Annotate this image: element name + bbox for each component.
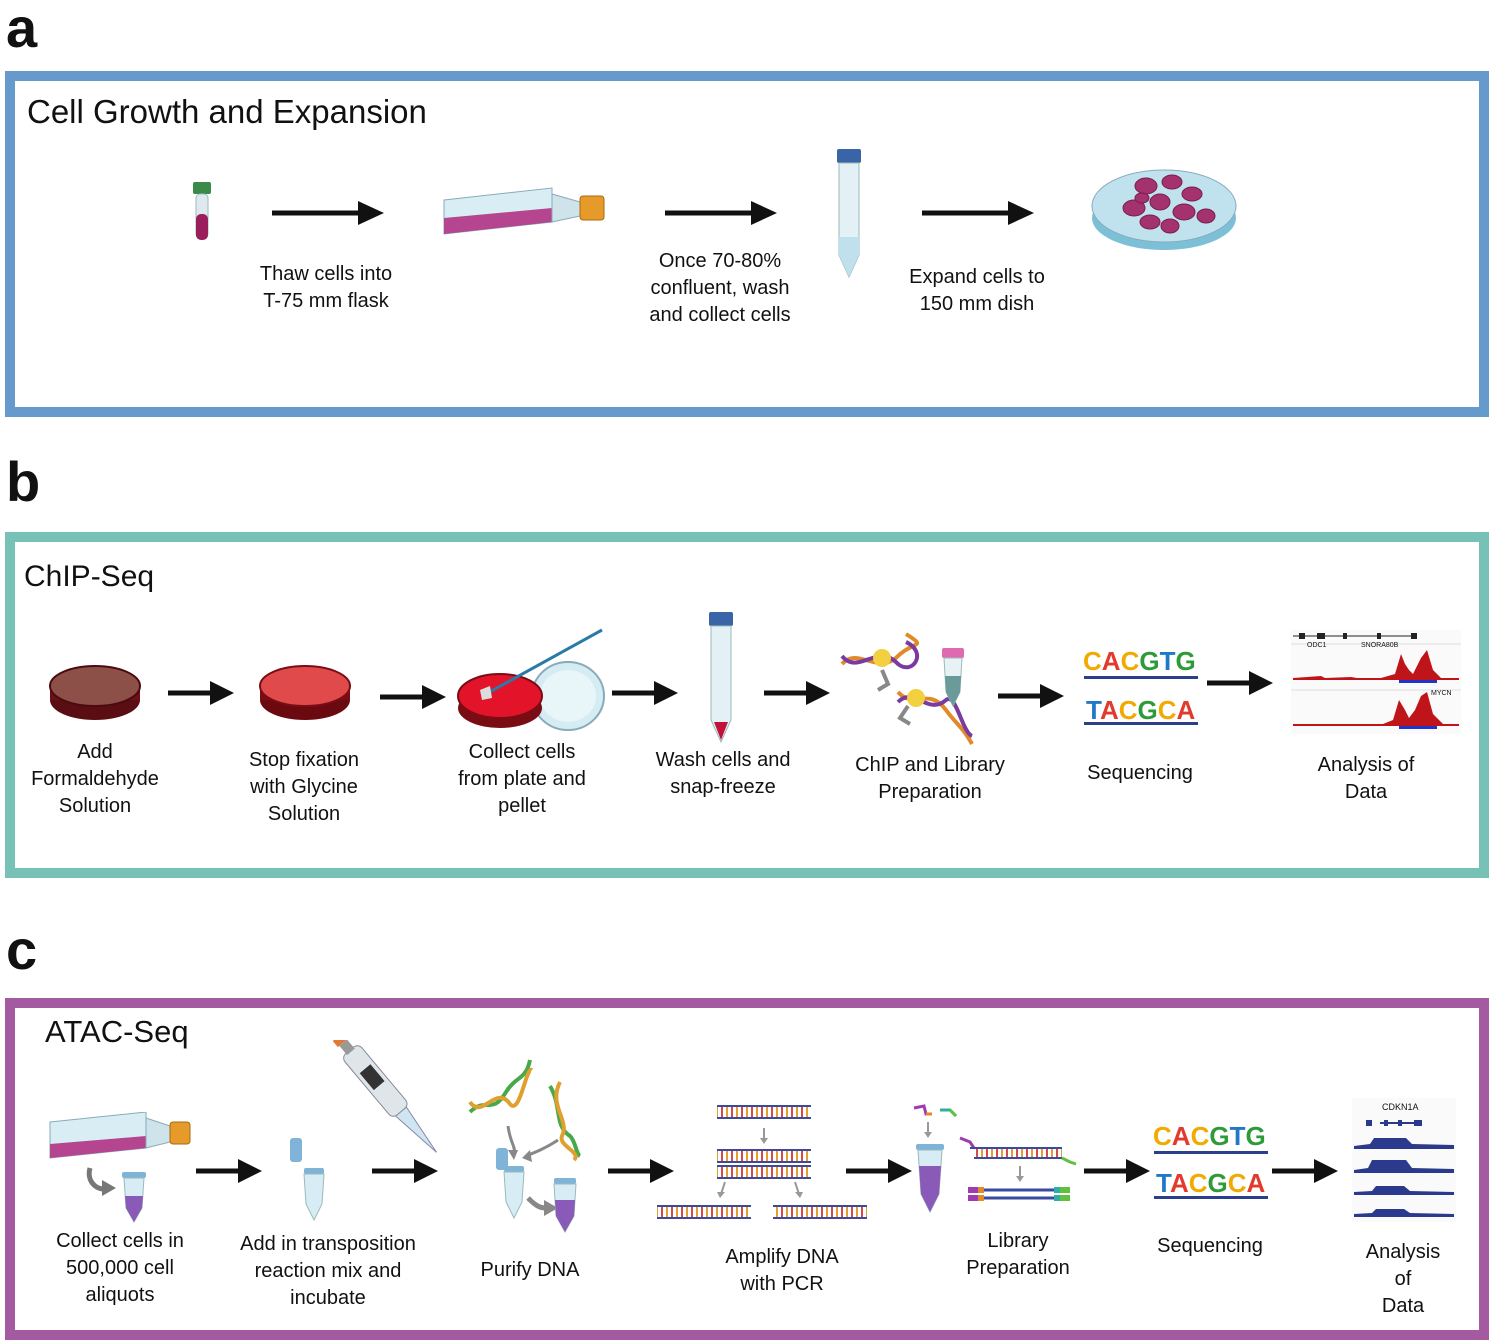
step-label-transposition: Add in transposition reaction mix and in… — [240, 1233, 416, 1309]
step-label-library: Library Preparation — [966, 1230, 1070, 1279]
step-label-confluent: Once 70-80% confluent, wash and collect … — [649, 250, 791, 326]
step-label-thaw: Thaw cells into T-75 mm flask — [259, 263, 393, 312]
track-label-odc1: ODC1 — [1307, 642, 1327, 649]
library-prep-icon — [913, 1104, 1077, 1214]
arrow-b1 — [168, 681, 234, 705]
step-label-expand: Expand cells to 150 mm dish — [909, 266, 1045, 315]
panel-letter-c: c — [6, 918, 38, 981]
step-label-sequencing-b: Sequencing — [1087, 762, 1193, 784]
step-label-purify: Purify DNA — [480, 1259, 580, 1281]
sequence-line-b1 — [1084, 676, 1198, 679]
arrow-b6 — [1207, 671, 1273, 695]
arrow-a2 — [665, 201, 777, 225]
chip-dna-antibody-icon — [840, 632, 974, 745]
petri-dish-cells-icon — [1091, 169, 1237, 250]
sequence-top-c: CACGTG — [1153, 1121, 1266, 1151]
track-label-mycn: MYCN — [1431, 690, 1452, 697]
arrow-a3 — [922, 201, 1034, 225]
step-label-wash: Wash cells and snap-freeze — [655, 749, 791, 798]
genome-browser-chip: ODC1 SNORA80B MYCN — [1291, 630, 1461, 734]
arrow-b5 — [998, 684, 1064, 708]
step-label-aliquots: Collect cells in 500,000 cell aliquots — [56, 1230, 184, 1306]
sequence-top-b: CACGTG — [1083, 646, 1196, 676]
track-label-cdkn1a: CDKN1A — [1382, 1102, 1419, 1112]
step-label-glycine: Stop fixation with Glycine Solution — [248, 749, 360, 825]
arrow-c1 — [196, 1159, 262, 1183]
conical-tube-pellet-icon — [709, 612, 733, 744]
step-label-sequencing-c: Sequencing — [1157, 1235, 1263, 1257]
arrow-c3 — [608, 1159, 674, 1183]
step-label-collect: Collect cells from plate and pellet — [458, 741, 586, 817]
arrow-c5 — [1084, 1159, 1150, 1183]
panel-a-title: Cell Growth and Expansion — [27, 93, 427, 130]
step-label-formaldehyde: Add Formaldehyde Solution — [31, 741, 159, 817]
cryovial-icon — [193, 182, 211, 240]
arrow-c6 — [1272, 1159, 1338, 1183]
panel-letter-b: b — [6, 450, 41, 513]
sequence-bottom-c: TACGCA — [1156, 1168, 1266, 1198]
step-label-chip-library: ChIP and Library Preparation — [855, 754, 1005, 803]
arrow-c2 — [372, 1159, 438, 1183]
flask-aliquot-icon — [49, 1112, 191, 1224]
step-label-pcr: Amplify DNA with PCR — [725, 1246, 839, 1295]
panel-b-title: ChIP-Seq — [24, 560, 155, 593]
genome-browser-atac: CDKN1A — [1352, 1098, 1456, 1222]
pcr-dna-icon — [657, 1105, 867, 1219]
step-label-analysis-b: Analysis of Data — [1317, 754, 1415, 803]
pipette-tube-icon — [290, 1040, 437, 1222]
arrow-c4 — [846, 1159, 912, 1183]
sequence-line-c2 — [1154, 1196, 1268, 1199]
arrow-b4 — [764, 681, 830, 705]
panel-b-frame — [5, 532, 1489, 878]
conical-tube-icon — [837, 149, 861, 279]
arrow-a1 — [272, 201, 384, 225]
purify-dna-icon — [468, 1059, 582, 1234]
arrow-b3 — [612, 681, 678, 705]
panel-c-title: ATAC-Seq — [45, 1014, 189, 1049]
t75-flask-icon — [443, 187, 605, 235]
sequence-bottom-b: TACGCA — [1086, 695, 1196, 725]
panel-letter-a: a — [6, 0, 38, 59]
dish-scraper-icon — [457, 628, 605, 731]
dish-glycine-icon — [259, 665, 351, 720]
step-label-analysis-c: Analysis of Data — [1365, 1241, 1441, 1317]
panel-a-frame — [5, 71, 1489, 417]
dish-formaldehyde-icon — [49, 665, 141, 720]
track-label-snora80b: SNORA80B — [1361, 642, 1399, 649]
sequence-line-b2 — [1084, 722, 1198, 725]
arrow-b2 — [380, 685, 446, 709]
sequence-line-c1 — [1154, 1151, 1268, 1154]
